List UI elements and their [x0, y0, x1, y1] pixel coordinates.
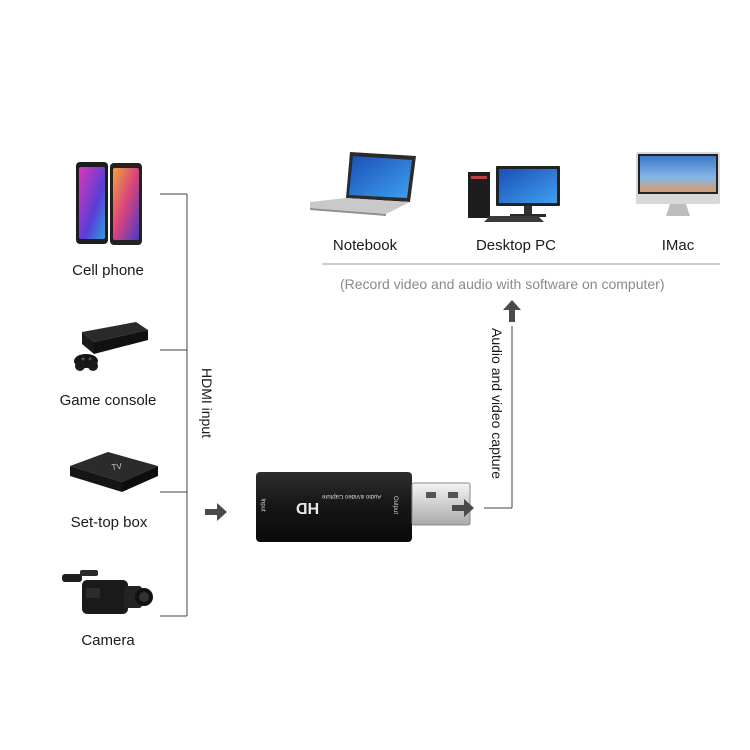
device-title: Audio &Video Capture	[322, 493, 382, 499]
source-label-set-top-box: Set-top box	[70, 514, 148, 531]
video-camera-icon	[60, 566, 153, 618]
imac-icon	[636, 152, 722, 218]
capture-label: Audio and video capture	[489, 328, 505, 479]
arrow-right-icon-output	[452, 499, 474, 517]
game-console-icon	[72, 318, 148, 374]
source-label-camera: Camera	[81, 632, 135, 649]
arrow-up-icon	[503, 300, 521, 322]
device-logo: HD	[296, 499, 320, 516]
source-label-cell-phone: Cell phone	[72, 262, 144, 279]
smartphone-icon	[76, 162, 142, 246]
svg-text:TV: TV	[111, 462, 123, 472]
desktop-pc-icon	[466, 164, 566, 224]
software-recording-note: (Record video and audio with software on…	[340, 276, 665, 292]
target-label-imac: IMac	[661, 237, 695, 254]
device-input-port-label: Input	[259, 498, 266, 512]
hdmi-input-label: HDMI input	[199, 368, 215, 439]
laptop-icon	[310, 152, 420, 218]
set-top-box-icon: TV	[70, 448, 160, 494]
source-label-game-console: Game console	[59, 392, 157, 409]
target-label-notebook: Notebook	[332, 237, 398, 254]
capture-device: HD Audio &Video Capture Input Output	[256, 468, 476, 546]
target-label-desktop-pc: Desktop PC	[475, 237, 557, 254]
device-output-port-label: Output	[392, 495, 399, 515]
arrow-right-icon	[205, 503, 227, 521]
